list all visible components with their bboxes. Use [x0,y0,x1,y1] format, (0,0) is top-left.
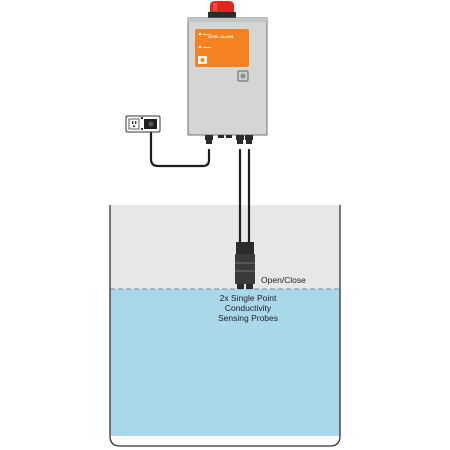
switch-mode-label: Open/Close [261,275,306,285]
probe-right [244,242,255,289]
power-outlet-icon [125,115,161,133]
tank-air-space [110,205,340,289]
cable-glands [205,135,253,144]
controller-display-panel [195,29,249,67]
probe-label-line3: Sensing Probes [218,313,278,323]
alarm-beacon-icon [208,1,236,18]
probe-left [235,242,246,289]
panel-brand-text: LEVEL ALARM [208,35,233,39]
indicator-light [198,32,202,36]
tank-water [110,289,340,436]
tank [109,205,341,447]
probe-label-line1: 2x Single Point [220,293,277,303]
tank-outline [109,205,341,447]
probe-label-line2: Conductivity [225,303,272,313]
probe-cables [238,148,251,245]
indicator-light [198,45,202,49]
probe-icon [235,242,255,289]
alarm-controller: LEVEL ALARM [187,1,268,144]
power-cable [149,129,211,168]
